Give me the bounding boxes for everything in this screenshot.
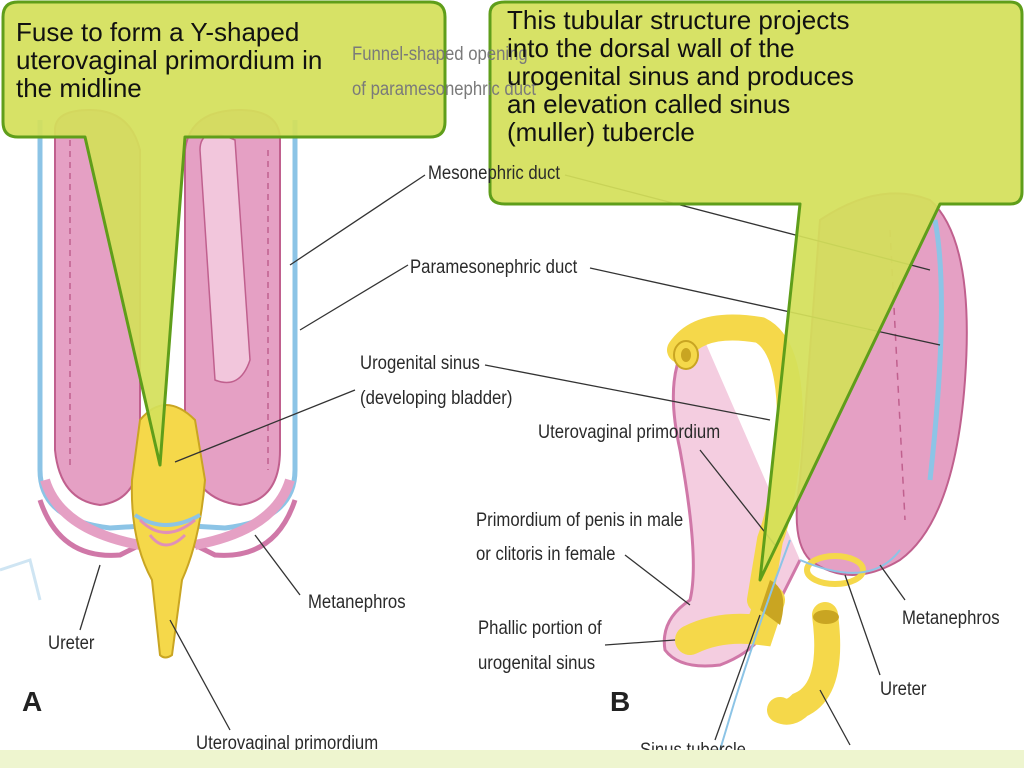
label-funnel-opening-1: Funnel-shaped opening bbox=[352, 44, 528, 65]
right-callout-text: This tubular structure projects into the… bbox=[507, 5, 854, 147]
panel-label-a: A bbox=[22, 686, 43, 717]
label-penis-primordium-1: Primordium of penis in male bbox=[476, 510, 684, 531]
leader-lines bbox=[79, 174, 941, 746]
label-ureter-a: Ureter bbox=[48, 633, 95, 654]
panel-label-b: B bbox=[610, 686, 631, 717]
label-metanephros-b: Metanephros bbox=[902, 608, 1000, 629]
label-uterovaginal-primordium-b: Uterovaginal primordium bbox=[538, 422, 721, 443]
panel-a-illustration bbox=[0, 108, 298, 659]
label-urogenital-sinus-1: Urogenital sinus bbox=[360, 353, 480, 374]
label-paramesonephric-duct: Paramesonephric duct bbox=[410, 257, 578, 278]
label-urogenital-sinus-2: (developing bladder) bbox=[360, 388, 513, 409]
bottom-band bbox=[0, 750, 1024, 768]
left-callout-text: Fuse to form a Y-shaped uterovaginal pri… bbox=[16, 17, 323, 103]
left-callout-bubble bbox=[1, 0, 447, 467]
label-penis-primordium-2: or clitoris in female bbox=[476, 544, 616, 565]
right-callout-bubble bbox=[488, 0, 1024, 582]
label-ureter-b: Ureter bbox=[880, 679, 927, 700]
label-phallic-portion-1: Phallic portion of bbox=[478, 618, 602, 639]
label-metanephros-a: Metanephros bbox=[308, 592, 406, 613]
label-funnel-opening-2: of paramesonephric duct bbox=[352, 79, 537, 100]
label-mesonephric-duct: Mesonephric duct bbox=[428, 163, 560, 184]
label-uterovaginal-primordium-a: Uterovaginal primordium bbox=[196, 733, 379, 754]
label-phallic-portion-2: urogenital sinus bbox=[478, 653, 596, 674]
